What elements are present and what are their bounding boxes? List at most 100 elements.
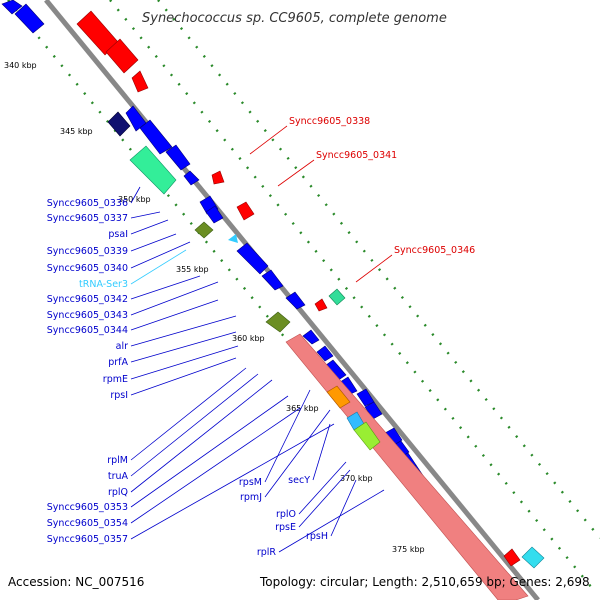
gene-forward-orange[interactable] xyxy=(326,385,351,409)
topology-text: Topology: circular; Length: 2,510,659 bp… xyxy=(259,575,590,589)
leader-line xyxy=(130,357,237,396)
ribosomal-operon-block[interactable] xyxy=(285,333,529,600)
gene-label[interactable]: rpsH xyxy=(306,531,328,542)
gene-reverse-cyan[interactable] xyxy=(521,546,545,569)
gene-label[interactable]: Syncc9605_0342 xyxy=(47,294,128,305)
gene-label[interactable]: Syncc9605_0354 xyxy=(47,518,128,529)
gene-forward[interactable] xyxy=(285,291,306,310)
leader-line xyxy=(130,395,289,508)
scale-dot-line xyxy=(109,0,593,589)
leader-line xyxy=(130,219,169,235)
trna-ser3-icon[interactable] xyxy=(228,234,238,243)
gene-forward-olive[interactable] xyxy=(194,221,214,239)
leader-line xyxy=(130,379,273,493)
gene-label[interactable]: psaI xyxy=(108,229,128,240)
gene-label[interactable]: Syncc9605_0340 xyxy=(47,263,128,274)
leader-line xyxy=(130,423,335,540)
gene-forward[interactable] xyxy=(205,205,224,224)
gene-forward[interactable] xyxy=(236,242,269,275)
leader-line xyxy=(130,281,219,316)
kbp-label: 360 kbp xyxy=(232,334,265,343)
leader-line xyxy=(298,461,347,515)
gene-forward[interactable] xyxy=(183,170,200,186)
map-title: Synechococcus sp. CC9605, complete genom… xyxy=(142,11,447,26)
leader-line xyxy=(130,367,247,461)
gene-reverse[interactable] xyxy=(211,170,225,185)
leader-line xyxy=(130,331,237,363)
gene-label[interactable]: Syncc9605_0357 xyxy=(47,534,128,545)
gene-label[interactable]: Syncc9605_0344 xyxy=(47,325,128,336)
gene-label[interactable]: rpmJ xyxy=(240,492,262,503)
leader-line xyxy=(130,299,219,331)
gene-forward[interactable] xyxy=(302,329,320,345)
gene-label[interactable]: Syncc9605_0336 xyxy=(47,198,128,209)
leader-lines xyxy=(130,125,393,553)
leader-line xyxy=(278,489,385,553)
gene-label[interactable]: tRNA-Ser3 xyxy=(79,279,128,290)
gene-label[interactable]: rpsM xyxy=(239,477,262,488)
gene-label[interactable]: rplR xyxy=(257,547,277,558)
gene-label[interactable]: rpsE xyxy=(275,522,296,533)
gene-label[interactable]: truA xyxy=(108,471,129,482)
gene-label[interactable]: rpsI xyxy=(110,390,128,401)
gene-label[interactable]: Syncc9605_0337 xyxy=(47,213,128,224)
leader-line xyxy=(264,389,311,483)
kbp-label: 355 kbp xyxy=(176,265,209,274)
scale-dots xyxy=(7,0,600,600)
gene-label[interactable]: alr xyxy=(116,341,128,352)
gene-forward[interactable] xyxy=(14,3,45,34)
gene-reverse[interactable] xyxy=(503,548,521,567)
gene-label[interactable]: rpmE xyxy=(103,374,128,385)
gene-forward[interactable] xyxy=(1,0,23,15)
kbp-label: 340 kbp xyxy=(4,61,37,70)
scale-dot-line xyxy=(157,0,600,539)
gene-reverse[interactable] xyxy=(314,298,328,312)
leader-line xyxy=(130,211,161,219)
gene-reverse[interactable] xyxy=(105,38,139,74)
leader-line xyxy=(130,241,191,269)
gene-reverse[interactable] xyxy=(131,70,149,93)
gene-label[interactable]: Syncc9605_0341 xyxy=(316,150,397,161)
leader-line xyxy=(130,233,177,252)
gene-forward[interactable] xyxy=(316,345,334,362)
reverse-strand-genes xyxy=(76,10,521,567)
leader-line xyxy=(312,423,331,481)
gene-label[interactable]: prfA xyxy=(108,357,128,368)
leader-line xyxy=(355,254,393,283)
leader-line xyxy=(298,469,351,528)
leader-line xyxy=(130,373,259,477)
leader-line xyxy=(130,345,239,380)
gene-forward[interactable] xyxy=(165,144,191,171)
gene-label[interactable]: secY xyxy=(288,475,310,486)
leader-line xyxy=(277,159,315,187)
leader-line xyxy=(130,275,201,300)
gene-forward[interactable] xyxy=(139,119,173,155)
gene-forward-olive[interactable] xyxy=(265,311,291,333)
gene-label[interactable]: Syncc9605_0346 xyxy=(394,245,475,256)
gene-label[interactable]: rplQ xyxy=(108,487,128,498)
gene-label[interactable]: rplO xyxy=(276,509,296,520)
kbp-label: 370 kbp xyxy=(340,474,373,483)
accession-text: Accession: NC_007516 xyxy=(8,575,144,589)
gene-label[interactable]: Syncc9605_0353 xyxy=(47,502,128,513)
gene-label[interactable]: Syncc9605_0338 xyxy=(289,116,370,127)
gene-forward[interactable] xyxy=(261,269,284,291)
gene-label[interactable]: Syncc9605_0339 xyxy=(47,246,128,257)
gene-forward-green[interactable] xyxy=(129,145,177,195)
kbp-label: 350 kbp xyxy=(118,195,151,204)
leader-line xyxy=(130,249,187,285)
gene-forward-navy[interactable] xyxy=(107,111,131,137)
gene-reverse-green[interactable] xyxy=(328,288,346,306)
gene-forward-lime[interactable] xyxy=(353,421,381,451)
gene-label[interactable]: rplM xyxy=(107,455,128,466)
leader-line xyxy=(264,409,331,498)
leader-line xyxy=(330,479,357,537)
gene-label[interactable]: Syncc9605_0343 xyxy=(47,310,128,321)
leader-line xyxy=(249,125,288,155)
leader-line xyxy=(130,315,237,347)
gene-reverse[interactable] xyxy=(236,201,255,221)
leader-line xyxy=(130,407,301,524)
